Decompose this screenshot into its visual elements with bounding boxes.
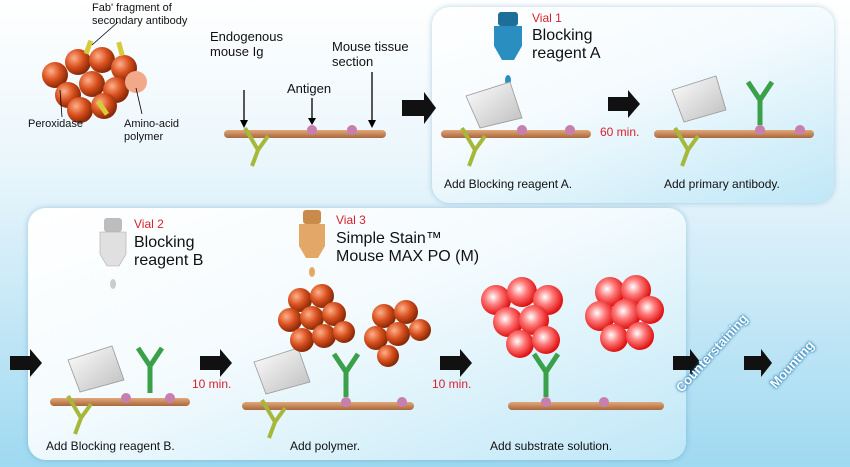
polymer-cluster-2 (364, 300, 431, 367)
endogenous-ig-label: Endogenous mouse Ig (210, 29, 284, 59)
panel-1-scene (441, 81, 591, 167)
peroxidase-label: Peroxidase (28, 118, 84, 130)
tissue-section-initial (224, 72, 386, 167)
vial-3-icon (299, 210, 325, 277)
tissue-section-label: Mouse tissue section (332, 39, 409, 69)
legend-polymer-cluster (42, 21, 147, 123)
arrow-7 (744, 349, 772, 377)
vial-3-label: Vial 3 (336, 213, 366, 227)
arrow-5 (440, 349, 472, 377)
panel-5-scene (481, 275, 664, 410)
arrow-3 (10, 349, 42, 377)
vial-2-icon (99, 218, 127, 289)
arrow-1 (402, 92, 436, 124)
vial-2-label: Vial 2 (134, 217, 164, 231)
time-60-min: 60 min. (600, 125, 640, 139)
panel-3-scene (50, 345, 190, 435)
vial-1-label: Vial 1 (532, 11, 562, 25)
arrow-6 (673, 349, 701, 377)
stained-cluster-2 (585, 275, 664, 352)
time-10-min-1: 10 min. (192, 377, 232, 391)
panel-2-scene (654, 75, 814, 167)
vial-3-name: Simple Stain™ Mouse MAX PO (M) (336, 230, 480, 266)
vial-1-icon (494, 12, 522, 85)
amino-acid-polymer-label: Amino-acid polymer (124, 118, 180, 143)
antigen-label: Antigen (287, 81, 332, 96)
vial-1-name: Blocking reagent A (532, 27, 601, 63)
fab-fragment-label: Fab' fragment of secondary antibody (92, 2, 188, 27)
arrow-2 (608, 90, 640, 118)
time-10-min-2: 10 min. (432, 377, 472, 391)
bottom-panel (28, 208, 686, 460)
vial-2-name: Blocking reagent B (134, 234, 204, 270)
caption-add-blocking-b: Add Blocking reagent B. (46, 439, 175, 453)
panel-4-scene (242, 284, 431, 439)
stained-cluster-1 (481, 277, 563, 358)
polymer-cluster-1 (278, 284, 355, 352)
caption-add-polymer: Add polymer. (290, 439, 361, 453)
caption-add-blocking-a: Add Blocking reagent A. (444, 177, 573, 191)
caption-add-primary-antibody: Add primary antibody. (664, 177, 780, 191)
arrow-4 (200, 349, 232, 377)
caption-add-substrate: Add substrate solution. (490, 439, 613, 453)
